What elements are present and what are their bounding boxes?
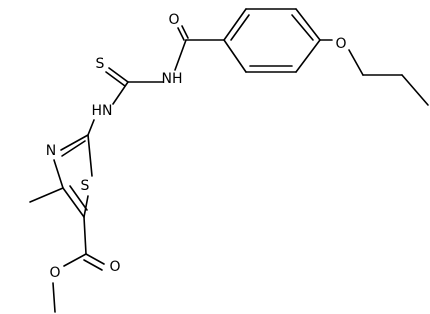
bond-o-c1 bbox=[348, 49, 364, 76]
bond-amide-c-o-2 bbox=[181, 25, 189, 39]
bond-ester-o bbox=[63, 253, 87, 267]
bond-c2-n-b bbox=[61, 140, 86, 157]
bond-hn-c2 bbox=[87, 119, 95, 136]
atom-o-carbonyl-top: O bbox=[168, 12, 179, 28]
bond-benz-3 bbox=[295, 8, 321, 41]
bonds bbox=[29, 8, 429, 313]
bond-c-s-1 bbox=[108, 67, 129, 83]
atom-nh-amide: NH bbox=[162, 71, 183, 87]
bond-amide-c-o-1 bbox=[177, 27, 185, 41]
bond-o-me bbox=[52, 282, 56, 313]
atom-s-thione: S bbox=[96, 56, 105, 72]
bond-benz-3b bbox=[291, 14, 314, 41]
bond-benz-4 bbox=[295, 39, 321, 73]
atom-nh-thiazole: HN bbox=[92, 103, 113, 119]
bond-c5-ester bbox=[83, 216, 87, 255]
bond-ester-co-1 bbox=[85, 253, 105, 265]
bond-c4-me bbox=[29, 187, 64, 203]
bond-n-c4 bbox=[53, 159, 64, 189]
bond-benz-1 bbox=[223, 8, 247, 41]
bond-ester-co-2 bbox=[83, 259, 103, 271]
atom-o-ester: O bbox=[49, 265, 60, 281]
atom-o-ether: O bbox=[335, 36, 346, 52]
atom-o-ester-carbonyl: O bbox=[109, 259, 120, 275]
bond-benz-6 bbox=[223, 39, 247, 73]
bond-c4-c5-b bbox=[69, 185, 88, 211]
atom-n-ring: N bbox=[46, 143, 56, 159]
bond-amide-c-nh bbox=[174, 39, 187, 71]
bond-benz-1b bbox=[230, 14, 250, 41]
atom-labels: O S NH O HN N S O O bbox=[46, 12, 347, 281]
bond-c4-c5 bbox=[62, 187, 85, 218]
bond-c2-c3 bbox=[401, 74, 429, 106]
bond-c5-s bbox=[83, 195, 89, 218]
bond-c-s-2 bbox=[105, 71, 126, 87]
bond-c2-s bbox=[87, 134, 93, 177]
bond-c2-n bbox=[60, 134, 89, 151]
atom-s-ring: S bbox=[81, 178, 90, 194]
bond-cs-hn bbox=[112, 81, 129, 105]
